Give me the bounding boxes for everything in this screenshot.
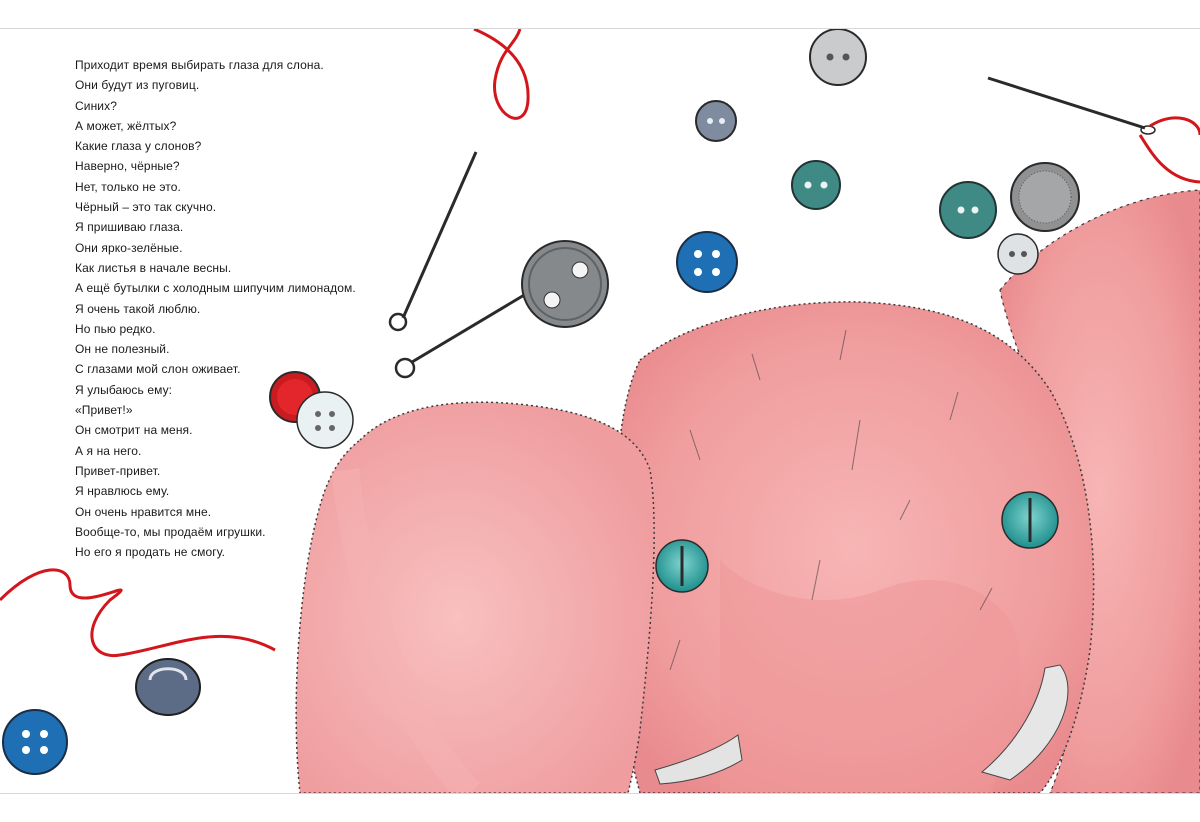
gray-button-large <box>521 240 609 328</box>
red-thread-bottom <box>0 568 276 658</box>
story-line: С глазами мой слон оживает. <box>75 362 241 377</box>
story-line: Я улыбаюсь ему: <box>75 382 173 397</box>
textured-gray-button <box>1010 162 1080 232</box>
story-line: Синих? <box>75 98 117 113</box>
needle-right <box>987 76 1146 130</box>
story-line: Приходит время выбирать глаза для слона. <box>75 58 324 72</box>
story-line: Наверно, чёрные? <box>75 159 180 174</box>
story-line: Привет-привет. <box>75 463 161 478</box>
teal-button-2 <box>939 181 997 239</box>
story-line: Я пришиваю глаза. <box>75 220 184 235</box>
story-text: Приходит время выбирать глаза для слона.… <box>75 55 395 562</box>
needle-1 <box>401 151 478 319</box>
story-line: Какие глаза у слонов? <box>75 139 202 154</box>
story-line: А я на него. <box>75 443 142 458</box>
right-tusk <box>980 664 1069 781</box>
story-line: Чёрный – это так скучно. <box>75 200 217 215</box>
elephant-back <box>999 189 1200 793</box>
story-line: А может, жёлтых? <box>75 118 177 133</box>
story-line: Они ярко-зелёные. <box>75 240 183 255</box>
story-line: Я очень такой люблю. <box>75 301 201 316</box>
story-line: Он смотрит на меня. <box>75 423 193 438</box>
story-line: Как листья в начале весны. <box>75 260 232 275</box>
story-line: «Привет!» <box>75 403 133 418</box>
story-line: Он не полезный. <box>75 342 170 357</box>
blue-button-bottom <box>2 709 68 775</box>
blue-button-4hole <box>676 231 738 293</box>
story-line: Но пью редко. <box>75 321 156 336</box>
story-line: Я нравлюсь ему. <box>75 484 170 499</box>
light-gray-button-top <box>809 29 867 86</box>
elephant-left-ear <box>295 401 655 793</box>
story-line: Он очень нравится мне. <box>75 504 212 519</box>
red-thread-top <box>473 29 530 120</box>
red-thread-right <box>1138 116 1200 184</box>
story-line: Но его я продать не смогу. <box>75 545 226 560</box>
story-line: Вообще-то, мы продаём игрушки. <box>75 524 266 539</box>
story-line: А ещё бутылки с холодным шипучим лимонад… <box>75 281 356 296</box>
small-gray-blue-button <box>695 100 737 142</box>
left-tusk <box>654 734 743 785</box>
story-line: Они будут из пуговиц. <box>75 78 200 93</box>
clear-button <box>296 391 354 449</box>
teal-button-1 <box>791 160 841 210</box>
small-white-button <box>997 233 1039 275</box>
story-line: Нет, только не это. <box>75 179 181 194</box>
shank-button <box>135 658 201 716</box>
